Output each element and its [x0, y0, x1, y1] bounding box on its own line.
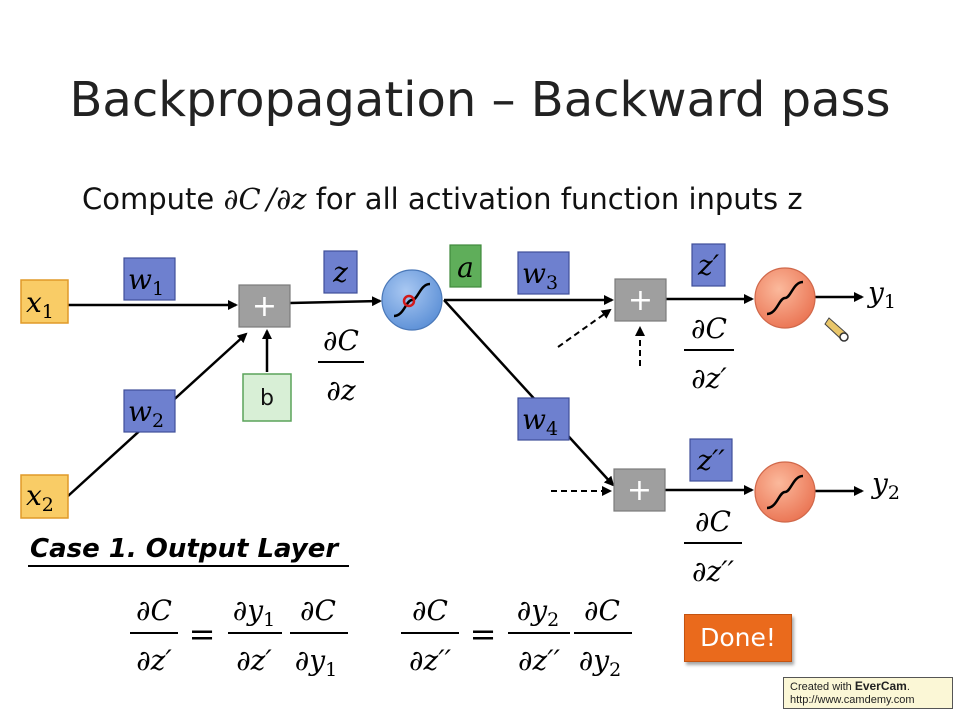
eq2-t1-numerator: ∂y2 [517, 594, 559, 631]
equation-1: ∂C ∂z′ = ∂y1 ∂z′ ∂C ∂y1 [130, 594, 348, 681]
weight-w4-subscript: 4 [546, 418, 558, 440]
a-label: a [457, 251, 474, 284]
eq2-t1-numerator-subscript: 2 [547, 609, 559, 631]
weight-w3-label: w3 [522, 257, 558, 294]
weight-w2-subscript: 2 [152, 410, 164, 432]
watermark-url: http://www.camdemy.com [790, 694, 915, 706]
subtitle-math: ∂C /∂z [223, 182, 307, 216]
equation-2: ∂C ∂z′′ = ∂y2 ∂z′′ ∂C ∂y2 [401, 594, 632, 681]
connections [67, 292, 864, 497]
subtitle-prefix: Compute [82, 182, 224, 216]
weight-w2-label: w2 [128, 395, 164, 432]
sigmoid-icon [766, 280, 804, 316]
a-box [449, 244, 482, 288]
evercam-watermark: Created with EverCam. http://www.camdemy… [783, 677, 953, 709]
output-y2-subscript: 2 [888, 482, 900, 504]
eq1-lhs-numerator: ∂C [136, 594, 172, 627]
input-x2-box [20, 474, 69, 519]
bias-box [242, 373, 292, 422]
weight-w4-label: w4 [522, 403, 558, 440]
z-box [323, 250, 358, 294]
z-dprime-box [689, 438, 733, 482]
page-title: Backpropagation – Backward pass [69, 72, 891, 128]
z-prime-label: z′ [697, 249, 720, 282]
sum-node-upper-symbol: + [628, 283, 653, 318]
input-x2-label: x2 [26, 479, 54, 516]
done-button[interactable]: Done! [684, 614, 792, 662]
subtitle: Compute ∂C /∂z for all activation functi… [82, 182, 803, 216]
eq2-t2-numerator: ∂C [584, 594, 620, 627]
z-label: z [332, 256, 348, 289]
eq1-t1-numerator: ∂y1 [233, 594, 275, 631]
eq1-t2-denominator-subscript: 1 [325, 659, 337, 681]
eq1-t2-numerator: ∂C [300, 594, 336, 627]
z-dprime-label: z′′ [696, 444, 725, 477]
input-x2-subscript: 2 [42, 494, 54, 516]
eq2-lhs-denominator: ∂z′′ [409, 644, 452, 677]
partial-dc-dz-prime: ∂C ∂z′ [684, 312, 734, 395]
subtitle-suffix: for all activation function inputs z [306, 182, 803, 216]
cursor-dot-icon [402, 294, 416, 308]
sum-node-hidden [238, 284, 291, 328]
partial-dc-dz-numerator: ∂C [323, 324, 359, 357]
sum-node-lower-symbol: + [627, 473, 652, 508]
partial-dc-dz-dprime: ∂C ∂z′′ [684, 505, 742, 588]
watermark-brand: EverCam [854, 679, 907, 693]
partial-dc-dz-denominator: ∂z [326, 374, 355, 407]
bias-label: b [260, 386, 274, 411]
eq2-t2-denominator: ∂y2 [579, 644, 621, 681]
watermark-suffix: . [906, 681, 910, 693]
weight-w3-subscript: 3 [546, 272, 558, 294]
sum-node-upper [614, 278, 667, 322]
input-x1-label: x1 [26, 286, 54, 323]
watermark-line1: Created with EverCam. [790, 680, 946, 694]
eq1-t1-numerator-subscript: 1 [263, 609, 275, 631]
weight-w1-label: w1 [128, 263, 164, 300]
eq2-t2-denominator-subscript: 2 [609, 659, 621, 681]
partial-dc-dz-dprime-numerator: ∂C [695, 505, 731, 538]
input-x1-subscript: 1 [42, 301, 54, 323]
partial-dc-dz: ∂C ∂z [318, 324, 364, 407]
pencil-cursor-icon [824, 317, 849, 342]
sum-node-hidden-symbol: + [252, 289, 277, 324]
eq2-t1-denominator: ∂z′′ [518, 644, 561, 677]
sigmoid-icon [393, 282, 431, 318]
edge-sum-to-neuron [289, 296, 382, 307]
sigmoid-icon [766, 474, 804, 510]
input-x1-box [20, 279, 69, 324]
output-y1-subscript: 1 [884, 291, 896, 313]
weight-w3-box [517, 251, 570, 295]
sum-node-lower [613, 468, 666, 512]
weight-w1-box [123, 257, 176, 301]
eq1-equals: = [189, 615, 216, 653]
z-prime-box [691, 243, 726, 287]
eq1-t1-denominator: ∂z′ [236, 644, 272, 677]
eq1-t2-denominator: ∂y1 [295, 644, 337, 681]
partial-dc-dz-prime-numerator: ∂C [691, 312, 727, 345]
eq2-lhs-numerator: ∂C [412, 594, 448, 627]
watermark-prefix: Created with [790, 681, 855, 693]
edge-a-to-sum-lower [443, 299, 615, 487]
partial-dc-dz-dprime-denominator: ∂z′′ [692, 555, 735, 588]
output-y2-label: y2 [870, 467, 900, 504]
weight-w2-box [123, 389, 176, 433]
case-heading: Case 1. Output Layer [30, 534, 340, 564]
partial-dc-dz-prime-denominator: ∂z′ [691, 362, 727, 395]
weight-w1-subscript: 1 [152, 278, 164, 300]
edge-dashed-diag [557, 308, 612, 348]
eq1-lhs-denominator: ∂z′ [136, 644, 172, 677]
weight-w4-box [517, 397, 570, 441]
eq2-equals: = [470, 615, 497, 653]
output-y1-label: y1 [866, 276, 896, 313]
dashed-connections [551, 308, 645, 496]
